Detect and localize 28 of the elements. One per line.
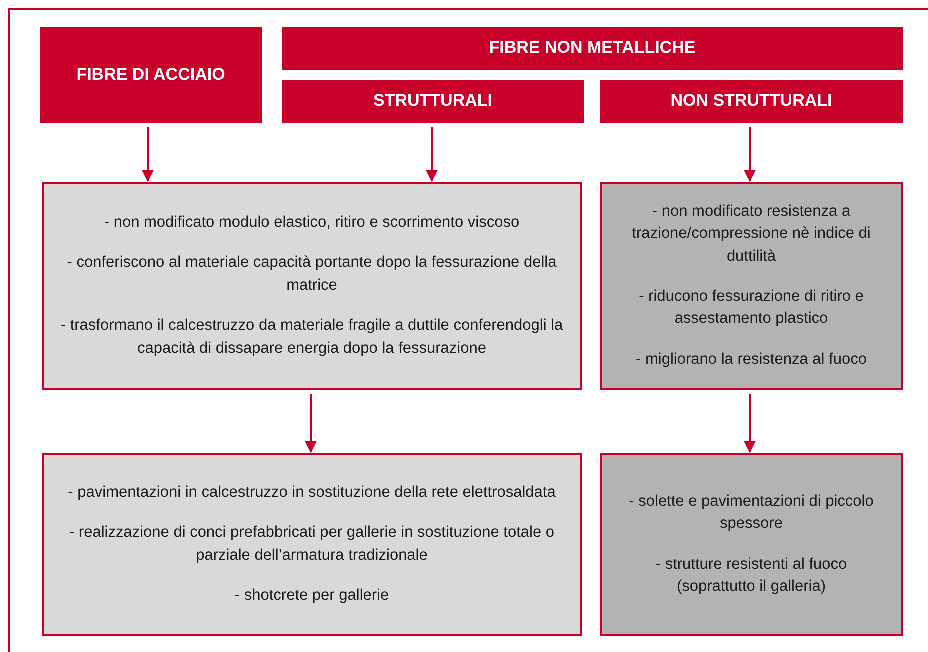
description-text: - non modificato modulo elastico, ritiro e scorrimento viscoso [104,212,520,233]
header-text: STRUTTURALI [374,90,492,112]
description-text: - migliorano la resistenza al fuoco [636,350,867,370]
description-text: - shotcrete per gallerie [234,586,390,606]
description-text: - pavimentazioni in calcestruzzo in sostituzione della rete elettrosaldata [68,482,556,503]
header-text: FIBRE NON METALLICHE [489,37,696,60]
description-box [42,453,582,636]
arrow [744,394,756,454]
description-text: - solette e pavimentazioni di piccolo spessore [628,492,875,534]
arrow [142,127,154,182]
description-box [600,182,903,390]
arrow [305,394,317,454]
description-text: - realizzazione di conci prefabbricati per gallerie in sostituzione totale o parziale dell’armatura tradizionale [68,523,556,566]
category-header [282,80,584,123]
arrow [744,127,756,182]
arrow [426,127,438,182]
header-text: NON STRUTTURALI [670,90,832,112]
header-text: FIBRE DI ACCIAIO [76,64,226,86]
description-text: - conferiscono al materiale capacità portante dopo la fessurazione della matrice [66,253,558,296]
description-box [600,453,903,636]
category-header [40,27,262,123]
description-text: - strutture resistenti al fuoco (soprattutto il galleria) [654,554,848,597]
category-header [282,27,903,70]
description-text: - riducono fessurazione di ritiro e assestamento plastico [638,287,865,330]
category-header [600,80,903,123]
description-text: - trasformano il calcestruzzo da materiale fragile a duttile conferendogli la capacità di dissapare energia dopo la fessurazione [60,316,564,359]
description-box [42,182,582,390]
description-text: - non modificato resistenza a trazione/compressione nè indice di duttilità [631,202,872,267]
